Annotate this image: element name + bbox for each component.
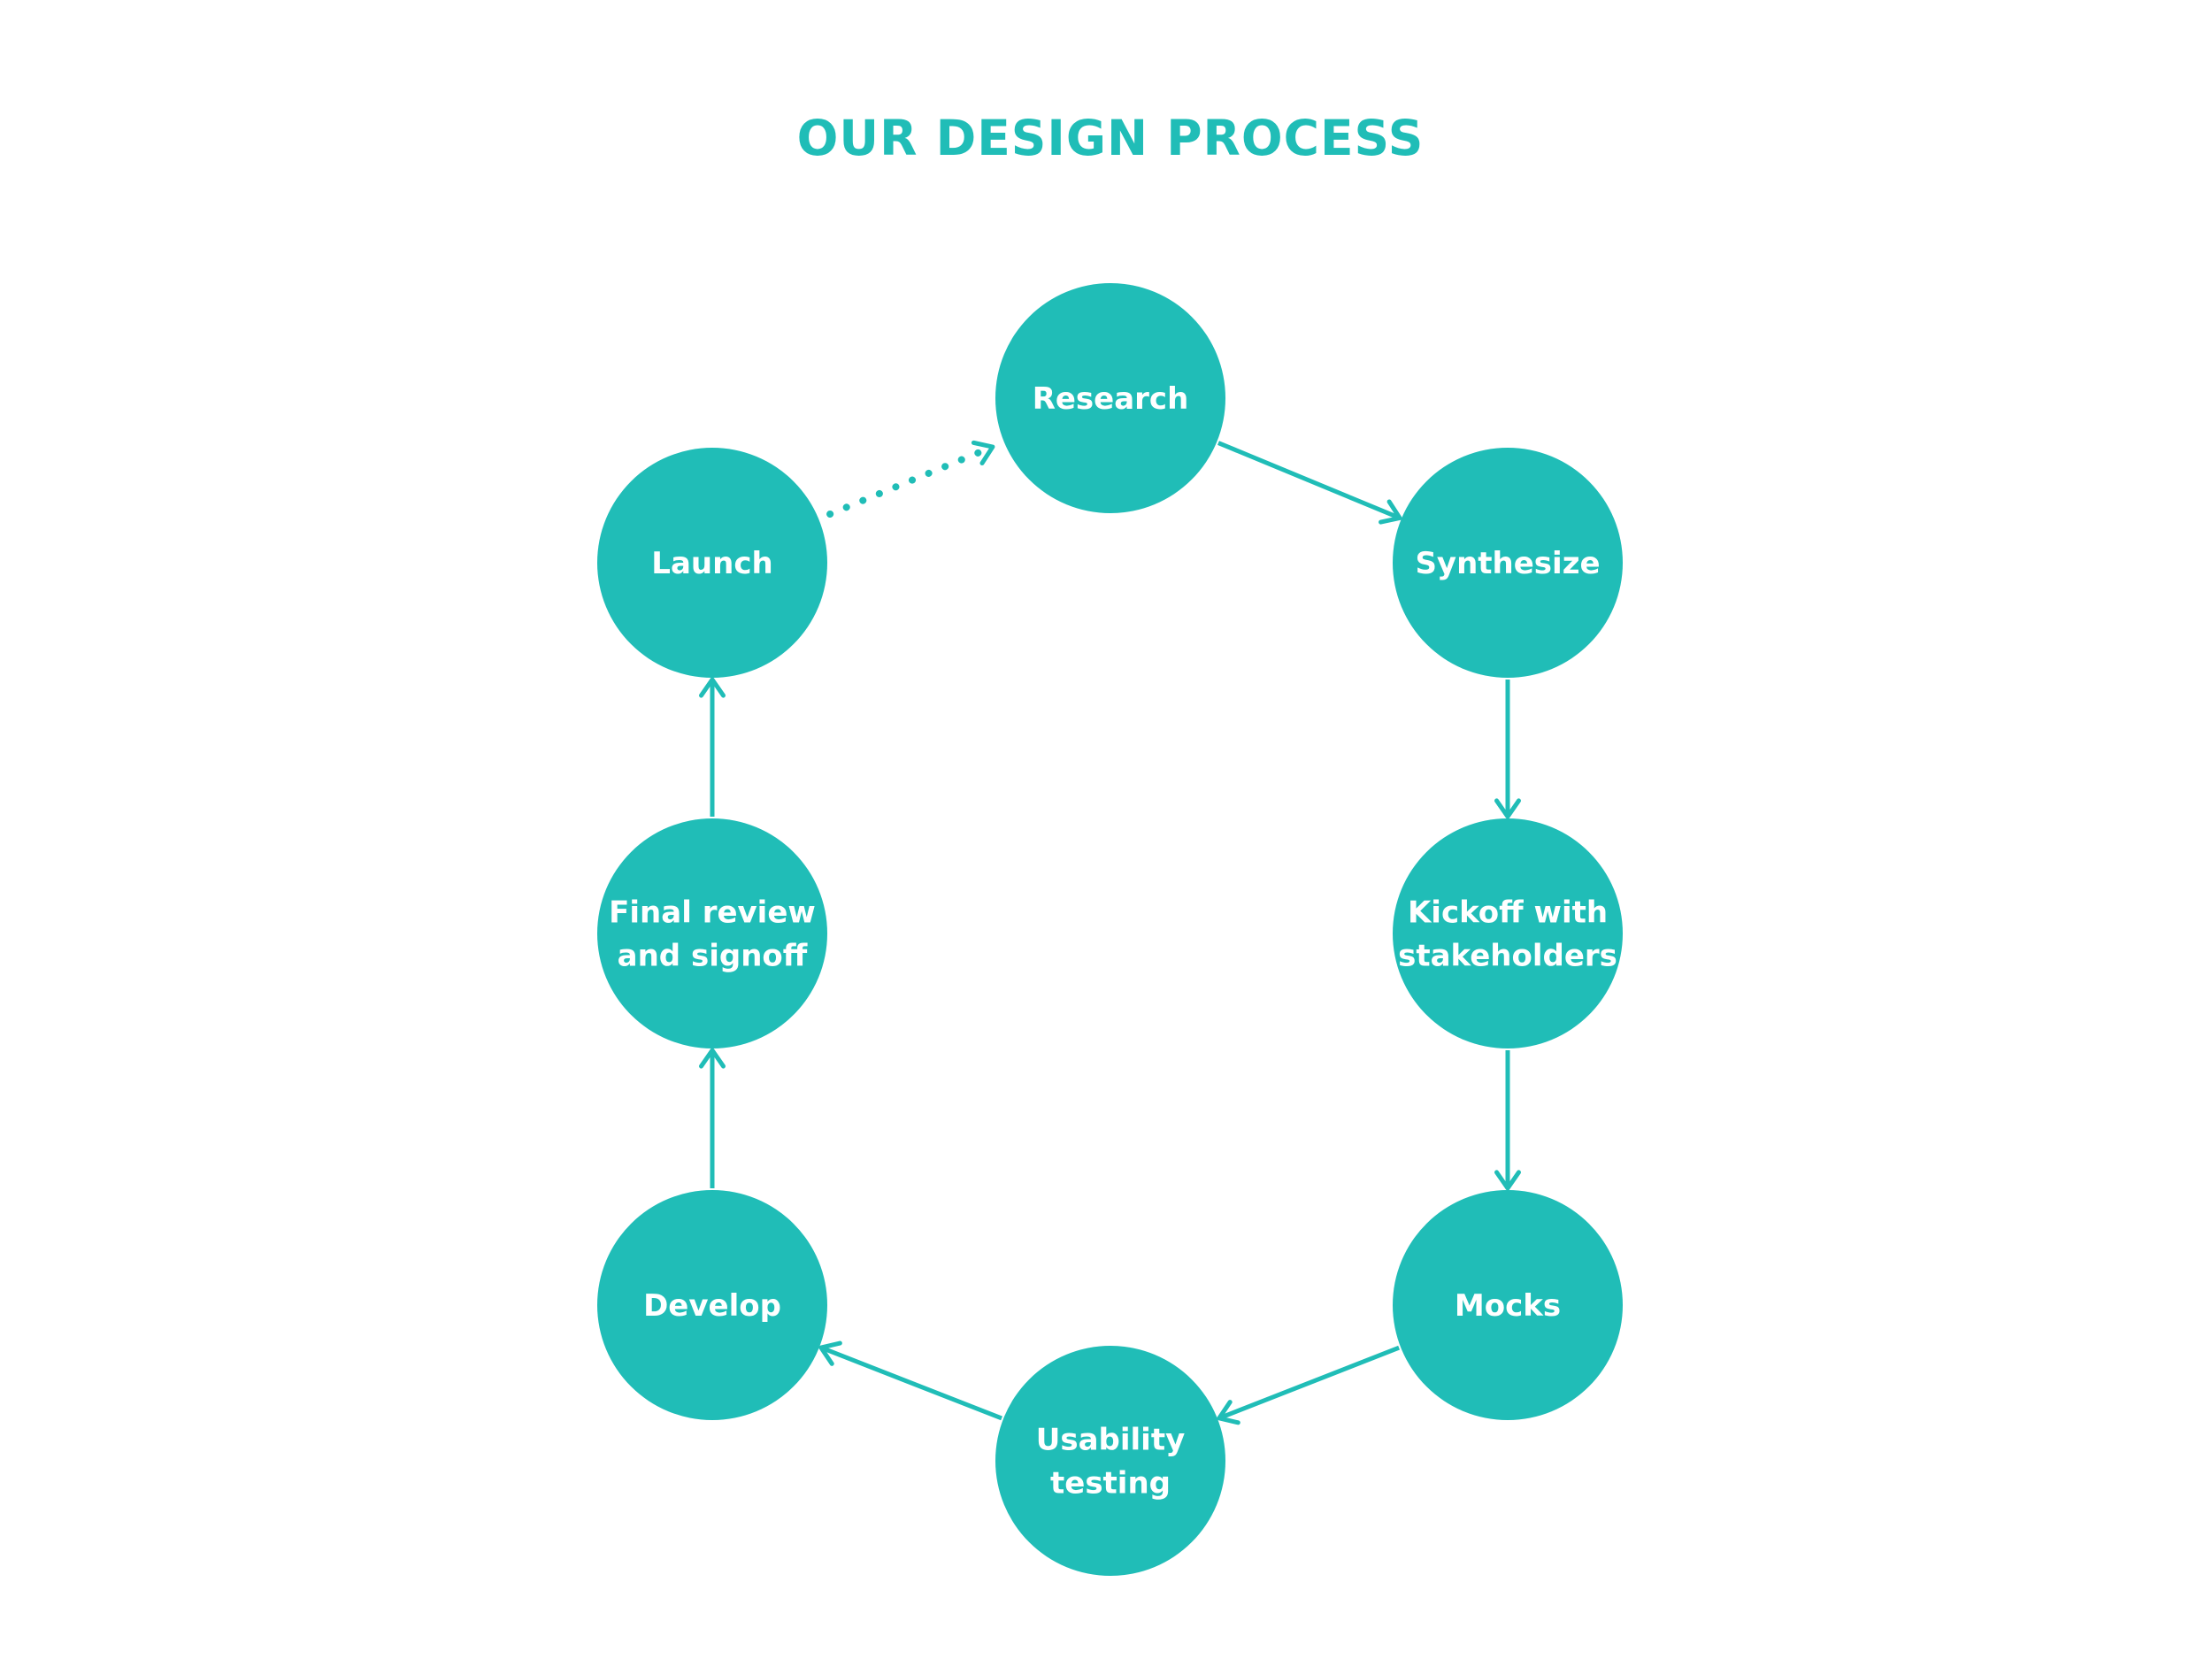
step-label: Final review — [609, 895, 816, 931]
step-label: Synthesize — [1415, 546, 1600, 581]
process-step-kickoff: Kickoff with stakeholders — [1393, 818, 1623, 1048]
edge-mocks-to-usability — [1217, 1345, 1401, 1425]
step-label: Research — [1033, 381, 1189, 417]
edge-usability-to-develop — [818, 1340, 1002, 1421]
step-circle — [597, 1190, 827, 1420]
step-label: Mocks — [1455, 1288, 1561, 1324]
edge-final-review-to-launch — [699, 677, 726, 817]
step-circle — [995, 1346, 1225, 1576]
step-circle — [1393, 818, 1623, 1048]
edge-kickoff-to-mocks — [1494, 1050, 1521, 1191]
edges-layer — [699, 440, 1521, 1425]
step-label: and signoff — [618, 939, 808, 974]
process-step-final-review: Final review and signoff — [597, 818, 827, 1048]
arrow-head-icon — [1217, 1400, 1240, 1425]
step-circle — [995, 283, 1225, 513]
step-label: Launch — [651, 546, 772, 581]
step-circle — [597, 448, 827, 678]
page-title: OUR DESIGN PROCESS — [797, 110, 1425, 166]
edge-line — [826, 443, 996, 518]
process-step-mocks: Mocks — [1393, 1190, 1623, 1420]
process-step-launch: Launch — [597, 448, 827, 678]
process-step-usability: Usability testing — [995, 1346, 1225, 1576]
arrow-head-icon — [699, 677, 726, 698]
edge-synthesize-to-kickoff — [1494, 680, 1521, 819]
edge-launch-to-research — [826, 440, 996, 518]
edge-research-to-synthesize — [1217, 441, 1402, 525]
arrow-head-icon — [1379, 499, 1402, 525]
step-label: Kickoff with — [1408, 895, 1608, 931]
step-label: stakeholders — [1398, 939, 1617, 974]
step-circle — [597, 818, 827, 1048]
step-label: Usability — [1036, 1423, 1186, 1458]
arrow-head-icon — [1494, 1170, 1521, 1191]
arrow-head-icon — [699, 1048, 726, 1069]
step-circle — [1393, 1190, 1623, 1420]
process-step-develop: Develop — [597, 1190, 827, 1420]
edge-line — [1217, 441, 1402, 520]
step-label: Develop — [643, 1288, 781, 1324]
step-label: testing — [1050, 1466, 1171, 1502]
process-step-synthesize: Synthesize — [1393, 448, 1623, 678]
step-circle — [1393, 448, 1623, 678]
arrow-head-icon — [971, 440, 995, 465]
arrow-head-icon — [818, 1340, 842, 1366]
edge-line — [820, 1345, 1002, 1421]
arrow-head-icon — [1494, 798, 1521, 819]
edge-line — [1217, 1345, 1401, 1421]
edge-develop-to-final-review — [699, 1048, 726, 1188]
process-step-research: Research — [995, 283, 1225, 513]
